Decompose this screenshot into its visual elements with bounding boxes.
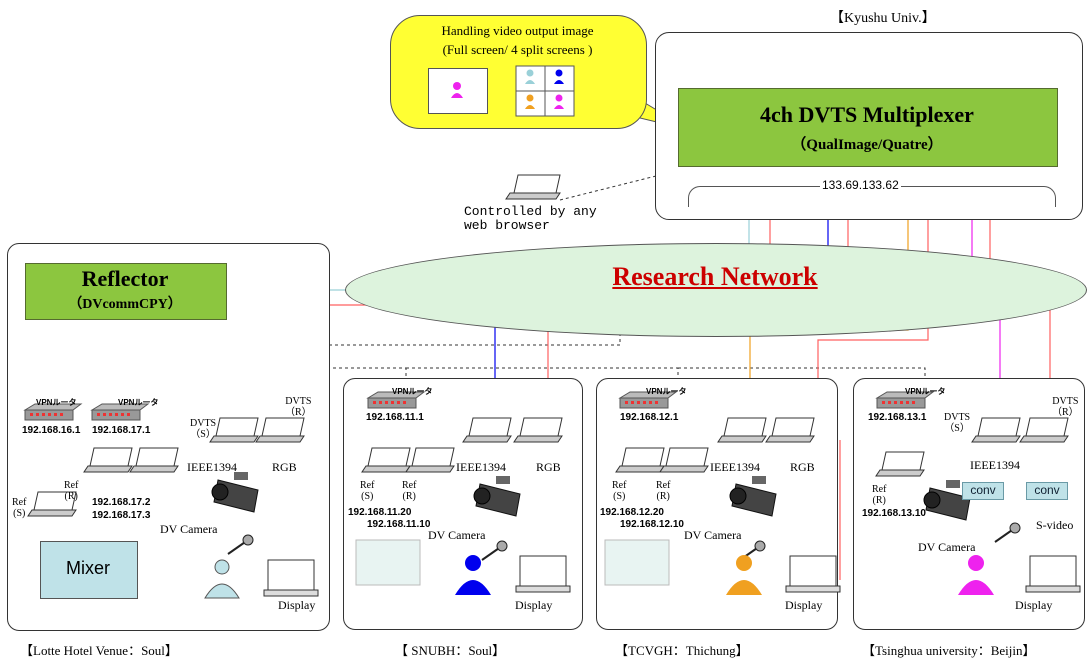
tcvgh-label: 【TCVGH：Thichung】	[615, 643, 749, 658]
lotte-rgb: RGB	[272, 460, 297, 474]
lotte-vpn-ip-2: 192.168.17.1	[92, 425, 151, 436]
tsinghua-camera: DV Camera	[918, 540, 976, 554]
tcvgh-ref-s: Ref (S)	[612, 480, 627, 502]
snubh-label: 【 SNUBH：Soul】	[395, 643, 506, 658]
controlled-line2: web browser	[464, 218, 550, 233]
controlled-line1: Controlled by any	[464, 204, 597, 219]
lotte-dvts-r: DVTS （R）	[285, 396, 312, 418]
map-image	[355, 539, 421, 586]
tsinghua-dvts-r: DVTS （R）	[1052, 396, 1079, 418]
snubh-ieee: IEEE1394	[456, 460, 506, 474]
snubh-vpn-label: VPNルータ	[392, 387, 433, 396]
tsinghua-display: Display	[1015, 598, 1053, 612]
multiplexer-box	[678, 88, 1058, 167]
conv-box-2: conv	[1026, 482, 1068, 500]
snubh-ref-s: Ref (S)	[360, 480, 375, 502]
tcvgh-vpn-ip: 192.168.12.1	[620, 412, 679, 423]
multiplexer-subtitle: （QualImage/Quatre）	[791, 137, 943, 153]
lotte-ref-s: Ref (S)	[12, 497, 27, 519]
mixer-label: Mixer	[66, 558, 110, 578]
tsinghua-dvts-s: DVTS （S）	[944, 412, 971, 434]
tcvgh-camera: DV Camera	[684, 528, 742, 542]
tsinghua-ip-a: 192.168.13.10	[862, 508, 926, 519]
fullscreen-thumb	[428, 68, 488, 114]
callout-line1: Handling video output image	[441, 23, 594, 38]
lotte-label: 【Lotte Hotel Venue：Soul】	[20, 643, 178, 658]
snubh-ref-r: Ref (R)	[402, 480, 417, 502]
tcvgh-ip-a: 192.168.12.20	[600, 507, 664, 518]
lotte-vpn-label-1: VPNルータ	[36, 398, 77, 407]
lotte-display: Display	[278, 598, 316, 612]
lotte-ref-r: Ref (R)	[64, 480, 79, 502]
tsinghua-label: 【Tsinghua university：Beijin】	[862, 643, 1036, 658]
tcvgh-rgb: RGB	[790, 460, 815, 474]
tsinghua-ref-r: Ref (R)	[872, 484, 887, 506]
mixer-box	[40, 541, 138, 599]
kyushu-label: 【Kyushu Univ.】	[830, 11, 936, 26]
tcvgh-vpn-label: VPNルータ	[646, 387, 687, 396]
tcvgh-ip-b: 192.168.12.10	[620, 519, 684, 530]
lotte-ieee: IEEE1394	[187, 460, 237, 474]
tsinghua-ieee: IEEE1394	[970, 458, 1020, 472]
tcvgh-ieee: IEEE1394	[710, 460, 760, 474]
tcvgh-display: Display	[785, 598, 823, 612]
snubh-camera: DV Camera	[428, 528, 486, 542]
snubh-rgb: RGB	[536, 460, 561, 474]
snubh-display: Display	[515, 598, 553, 612]
snubh-ip-a: 192.168.11.20	[348, 507, 412, 518]
tcvgh-ref-r: Ref (R)	[656, 480, 671, 502]
snubh-ip-b: 192.168.11.10	[367, 519, 431, 530]
lotte-vpn-label-2: VPNルータ	[118, 398, 159, 407]
lotte-dvts-s: DVTS （S）	[190, 418, 217, 440]
lotte-camera: DV Camera	[160, 522, 218, 536]
callout-line2: (Full screen/ 4 split screens )	[442, 42, 593, 57]
reflector-title: Reflector	[81, 266, 169, 291]
research-network-ellipse	[345, 243, 1087, 337]
reflector-subtitle: （DVcommCPY）	[68, 297, 182, 312]
tsinghua-svideo: S-video	[1036, 518, 1074, 532]
lotte-ip-b: 192.168.17.3	[92, 510, 151, 521]
tsinghua-vpn-ip: 192.168.13.1	[868, 412, 927, 423]
research-network-label: Research Network	[612, 262, 818, 291]
tsinghua-vpn-label: VPNルータ	[905, 387, 946, 396]
multiplexer-ip: 133.69.133.62	[820, 178, 901, 192]
reflector-box	[25, 263, 227, 320]
multiplexer-title: 4ch DVTS Multiplexer	[760, 102, 974, 127]
lotte-ip-a: 192.168.17.2	[92, 497, 151, 508]
conv-box-1: conv	[962, 482, 1004, 500]
snubh-vpn-ip: 192.168.11.1	[366, 412, 424, 423]
lotte-vpn-ip-1: 192.168.16.1	[22, 425, 81, 436]
